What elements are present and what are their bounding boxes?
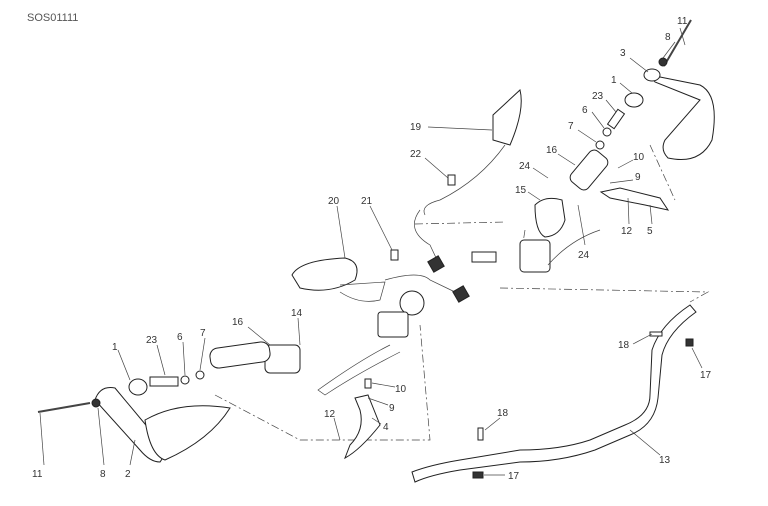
spacer-23	[149, 376, 179, 387]
screw-10	[364, 378, 372, 389]
screw-21	[390, 249, 399, 261]
assembly-line	[499, 287, 710, 303]
left-bracket-4	[344, 394, 381, 460]
assembly-line	[649, 144, 676, 201]
left-mirror-20	[291, 257, 470, 303]
callout-label: 16	[546, 145, 558, 156]
callout-label: 17	[700, 370, 712, 381]
part-7	[595, 140, 605, 150]
callout-label: 10	[633, 152, 645, 163]
right-hand-guard	[643, 68, 715, 160]
screw-22	[447, 174, 456, 186]
callout-label: 21	[361, 196, 373, 207]
brake-master-cylinder	[471, 229, 601, 273]
callout-label: 7	[568, 121, 574, 132]
callout-label: 1	[611, 75, 617, 86]
diagram-code: SOS01111	[27, 12, 79, 24]
bolt-11	[663, 19, 692, 67]
callout-label: 1	[112, 342, 118, 353]
leader-lines	[39, 27, 703, 476]
callout-label: 3	[620, 48, 626, 59]
callout-label: 12	[324, 409, 336, 420]
pin-18	[649, 331, 663, 337]
callout-label: 11	[677, 16, 688, 27]
grip-16	[209, 341, 271, 369]
part-6	[180, 375, 190, 385]
callout-label: 23	[592, 91, 604, 102]
callout-label: 23	[146, 335, 158, 346]
callout-label: 22	[410, 149, 422, 160]
bolt-11	[37, 402, 91, 413]
callout-label: 18	[497, 408, 509, 419]
callout-label: 14	[291, 308, 303, 319]
left-hand-guard	[94, 387, 231, 463]
bar-end-weight-1	[624, 92, 644, 108]
right-switch-15	[534, 197, 566, 238]
callout-label: 9	[635, 172, 641, 183]
callout-label: 18	[618, 340, 630, 351]
callout-label: 7	[200, 328, 206, 339]
assembly-line	[414, 221, 506, 225]
left-switch-14	[264, 344, 301, 374]
handlebar-13	[411, 304, 697, 483]
bar-end-weight-1	[128, 378, 148, 396]
callout-label: 11	[32, 469, 43, 480]
part-6	[602, 127, 612, 137]
callout-label: 16	[232, 317, 244, 328]
callout-label: 8	[665, 32, 671, 43]
callout-label: 8	[100, 469, 106, 480]
callout-label: 19	[410, 122, 422, 133]
callout-label: 6	[177, 332, 183, 343]
throttle-grip-16	[569, 149, 609, 191]
assembly-line	[214, 324, 431, 441]
callout-label: 5	[647, 226, 653, 237]
callout-label: 20	[328, 196, 340, 207]
callout-label: 6	[582, 105, 588, 116]
callout-label: 17	[508, 471, 520, 482]
clamp-17	[472, 471, 484, 479]
right-mirror-19	[414, 89, 522, 273]
washer-8	[658, 57, 668, 67]
spacer-23	[606, 108, 626, 130]
callout-label: 24	[519, 161, 531, 172]
callout-label: 15	[515, 185, 527, 196]
callout-label: 9	[389, 403, 395, 414]
clamp-17	[685, 338, 694, 347]
callout-label: 12	[621, 226, 633, 237]
callout-label: 2	[125, 469, 131, 480]
callout-label: 13	[659, 455, 671, 466]
callout-label: 4	[383, 422, 389, 433]
pin-18	[477, 427, 484, 441]
washer-8	[91, 398, 101, 408]
part-7	[195, 370, 205, 380]
callout-label: 24	[578, 250, 590, 261]
right-bracket-5	[599, 187, 670, 211]
clutch-assembly	[317, 290, 425, 396]
callout-label: 10	[395, 384, 407, 395]
